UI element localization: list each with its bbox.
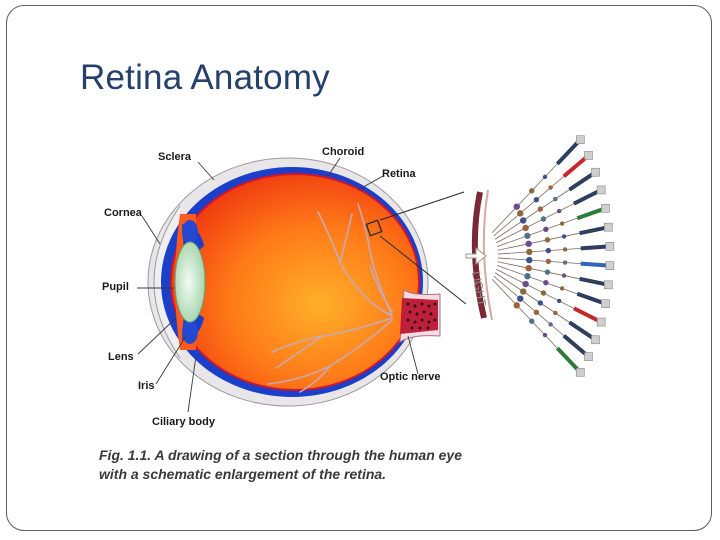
retina-cell-body xyxy=(562,247,568,252)
retina-cell-body xyxy=(562,260,568,265)
retina-cell-body xyxy=(537,300,543,306)
retina-cell-body xyxy=(559,286,565,291)
retina-cell-body xyxy=(525,240,532,247)
retina-cell-body xyxy=(524,273,531,280)
retina-cell-body xyxy=(522,224,529,232)
pigment-epithelium-cell xyxy=(584,352,593,361)
eye-interior xyxy=(171,174,419,390)
retina-cell-body xyxy=(540,290,547,296)
retina-cell-body xyxy=(545,258,551,265)
photoreceptor xyxy=(579,276,607,287)
ciliary-body xyxy=(182,220,198,344)
retina-cell-body xyxy=(544,269,551,275)
retina-cell-body xyxy=(529,318,535,324)
pigment-epithelium-cell xyxy=(584,151,593,160)
retina-cell-body xyxy=(533,196,540,203)
retina-cell-body xyxy=(561,273,567,278)
label-iris: Iris xyxy=(138,380,155,392)
retina-zoom-indicator xyxy=(365,191,467,305)
retina-cell-body xyxy=(542,332,548,338)
label-retina: Retina xyxy=(382,168,417,180)
retina-cell-body xyxy=(548,322,553,327)
label-choroid: Choroid xyxy=(322,146,364,158)
photoreceptor xyxy=(576,291,604,305)
retina-cell-body xyxy=(524,232,531,239)
retina-cell-body xyxy=(517,295,524,302)
retina-cell-body xyxy=(548,185,553,190)
retina-cell-body xyxy=(520,217,527,224)
retina-cell-body xyxy=(556,298,562,304)
photoreceptor xyxy=(555,140,581,166)
photoreceptor xyxy=(568,171,595,192)
photoreceptor xyxy=(555,346,581,372)
retina-cell-body xyxy=(561,234,567,239)
retina-cell-body xyxy=(526,248,533,256)
pigment-epithelium-cell xyxy=(576,135,585,144)
label-lens: Lens xyxy=(108,351,134,363)
retina-cell-body xyxy=(520,288,527,295)
photoreceptor xyxy=(580,261,608,268)
retina-cell-body xyxy=(522,280,529,288)
label-ciliary-body: Ciliary body xyxy=(152,416,216,428)
pigment-epithelium-cell xyxy=(596,185,606,195)
retina-cell-body xyxy=(540,216,547,222)
retina-cell-body xyxy=(556,208,562,214)
photoreceptor xyxy=(572,189,600,206)
retina-cell-body xyxy=(525,265,532,272)
light-arrow-icon xyxy=(465,246,487,266)
photoreceptor xyxy=(562,155,588,178)
retina-cell-body xyxy=(544,237,551,243)
blood-vessels xyxy=(267,203,393,393)
pigment-epithelium-cell xyxy=(601,299,610,308)
retina-cell-body xyxy=(553,310,558,316)
pigment-epithelium-cell xyxy=(601,204,610,213)
retina-cell-body xyxy=(543,226,549,232)
retina-cell-body xyxy=(513,302,520,309)
caption-line-1: Fig. 1.1. A drawing of a section through… xyxy=(99,447,463,463)
photoreceptor xyxy=(572,306,600,323)
photoreceptor xyxy=(580,244,608,251)
retina-cell-body xyxy=(533,309,540,316)
retina-cell-body xyxy=(545,247,551,254)
optic-nerve xyxy=(399,289,441,343)
retina-cell-body xyxy=(543,280,549,286)
retina-cell-body xyxy=(513,203,520,210)
label-sclera: Sclera xyxy=(158,151,192,163)
pigment-epithelium-cell xyxy=(591,335,600,345)
label-optic-nerve: Optic nerve xyxy=(380,371,441,383)
retina-cell-body xyxy=(517,210,524,217)
label-pupil: Pupil xyxy=(102,281,129,293)
photoreceptor xyxy=(568,320,595,341)
light-label: LIGHT xyxy=(469,270,489,308)
leader-lines xyxy=(137,157,419,413)
photoreceptor xyxy=(576,207,604,221)
photoreceptor xyxy=(562,334,588,357)
figure-caption: Fig. 1.1. A drawing of a section through… xyxy=(99,446,579,484)
retina-enlargement xyxy=(471,135,615,377)
retina-cell-body xyxy=(542,174,548,180)
retina-cell-body xyxy=(526,256,533,264)
retina-cell-body xyxy=(537,206,543,212)
pigment-epithelium-cell xyxy=(604,280,613,290)
pigment-epithelium-cell xyxy=(605,242,615,251)
pigment-epithelium-cell xyxy=(604,222,613,232)
pigment-epithelium-cell xyxy=(605,261,615,270)
caption-line-2: with a schematic enlargement of the reti… xyxy=(99,466,387,482)
slide-title: Retina Anatomy xyxy=(80,58,330,97)
retina-cell-body xyxy=(559,221,565,226)
lens xyxy=(174,241,206,323)
pigment-epithelium-cell xyxy=(576,368,585,377)
label-cornea: Cornea xyxy=(104,207,143,219)
retina-cell-body xyxy=(553,196,558,202)
photoreceptor xyxy=(579,225,607,236)
pigment-epithelium-cell xyxy=(591,167,600,177)
retina-cell-body xyxy=(529,188,535,194)
pigment-epithelium-cell xyxy=(596,317,606,327)
retina-layer xyxy=(170,173,420,391)
